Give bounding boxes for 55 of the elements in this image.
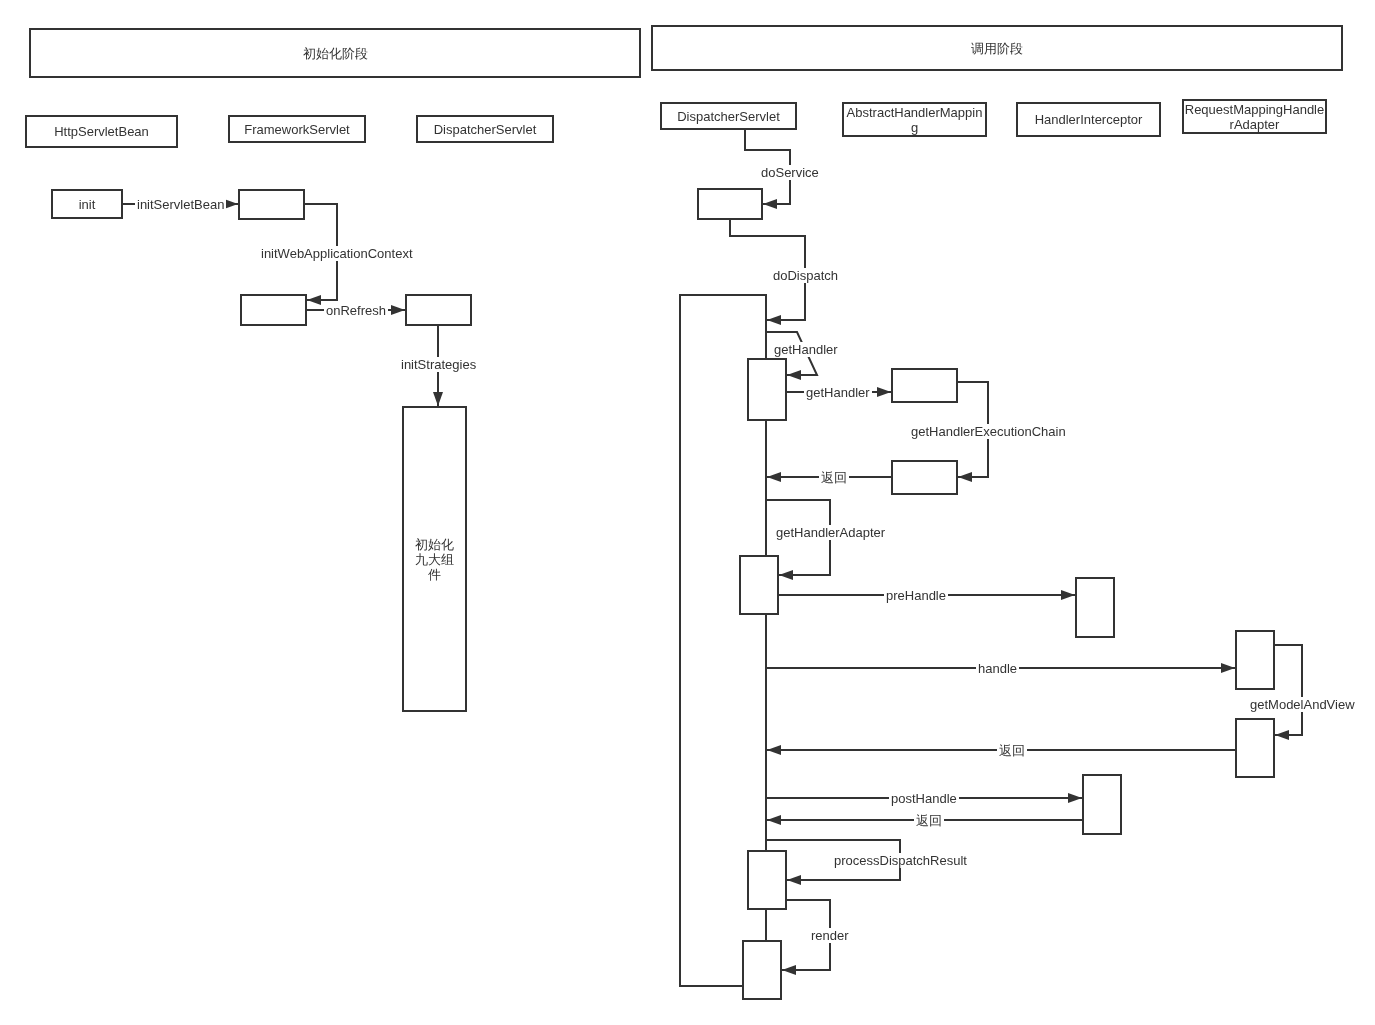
activation-bar — [747, 850, 787, 910]
edge-label: getHandlerAdapter — [774, 525, 888, 540]
method-box: init — [51, 189, 123, 219]
edge-label: initServletBean — [135, 197, 227, 212]
edge-label: postHandle — [889, 791, 959, 806]
arrow — [781, 899, 831, 975]
edge-label: getHandler — [804, 385, 872, 400]
arrow — [766, 663, 1236, 673]
activation-bar — [1235, 718, 1275, 778]
empty-box — [891, 368, 958, 403]
class-box: FrameworkServlet — [228, 115, 366, 143]
edge-label: handle — [976, 661, 1020, 676]
activation-bar — [742, 940, 782, 1000]
activation-bar — [1075, 577, 1115, 638]
activation-bar — [739, 555, 779, 615]
edge-label: 返回 — [997, 743, 1027, 758]
arrow — [766, 499, 831, 580]
empty-box — [405, 294, 472, 326]
empty-box — [240, 294, 307, 326]
arrow — [766, 745, 1236, 755]
edge-label: preHandle — [884, 588, 948, 603]
edge-label: getModelAndView — [1248, 697, 1357, 712]
empty-box — [697, 188, 763, 220]
arrow — [729, 219, 806, 325]
class-box: AbstractHandlerMapping — [842, 102, 987, 137]
arrow — [766, 839, 901, 885]
arrow — [744, 129, 791, 209]
activation-bar — [1082, 774, 1122, 835]
edge-label: doDispatch — [771, 268, 841, 283]
class-box: RequestMappingHandlerAdapter — [1182, 99, 1327, 134]
class-box: HandlerInterceptor — [1016, 102, 1161, 137]
phase-header: 调用阶段 — [651, 25, 1343, 71]
empty-box — [238, 189, 305, 220]
edge-label: initWebApplicationContext — [259, 246, 415, 261]
edge-label: getHandler — [772, 342, 840, 357]
edge-label: onRefresh — [324, 303, 388, 318]
edge-label: processDispatchResult — [832, 853, 969, 868]
process-box: 初始化九大组件 — [402, 406, 467, 712]
edge-label: initStrategies — [399, 357, 479, 372]
arrow — [1274, 644, 1303, 740]
arrow — [304, 203, 338, 305]
arrow — [766, 815, 1083, 825]
arrow — [957, 381, 989, 482]
empty-box — [891, 460, 958, 495]
edge-label: render — [809, 928, 851, 943]
activation-bar — [747, 358, 787, 421]
activation-bar — [1235, 630, 1275, 690]
edge-label: 返回 — [914, 813, 944, 828]
edge-label: 返回 — [819, 470, 849, 485]
edge-label: getHandlerExecutionChain — [909, 424, 1068, 439]
class-box: HttpServletBean — [25, 115, 178, 148]
class-box: DispatcherServlet — [660, 102, 797, 130]
class-box: DispatcherServlet — [416, 115, 554, 143]
edge-label: doService — [759, 165, 821, 180]
phase-header: 初始化阶段 — [29, 28, 641, 78]
